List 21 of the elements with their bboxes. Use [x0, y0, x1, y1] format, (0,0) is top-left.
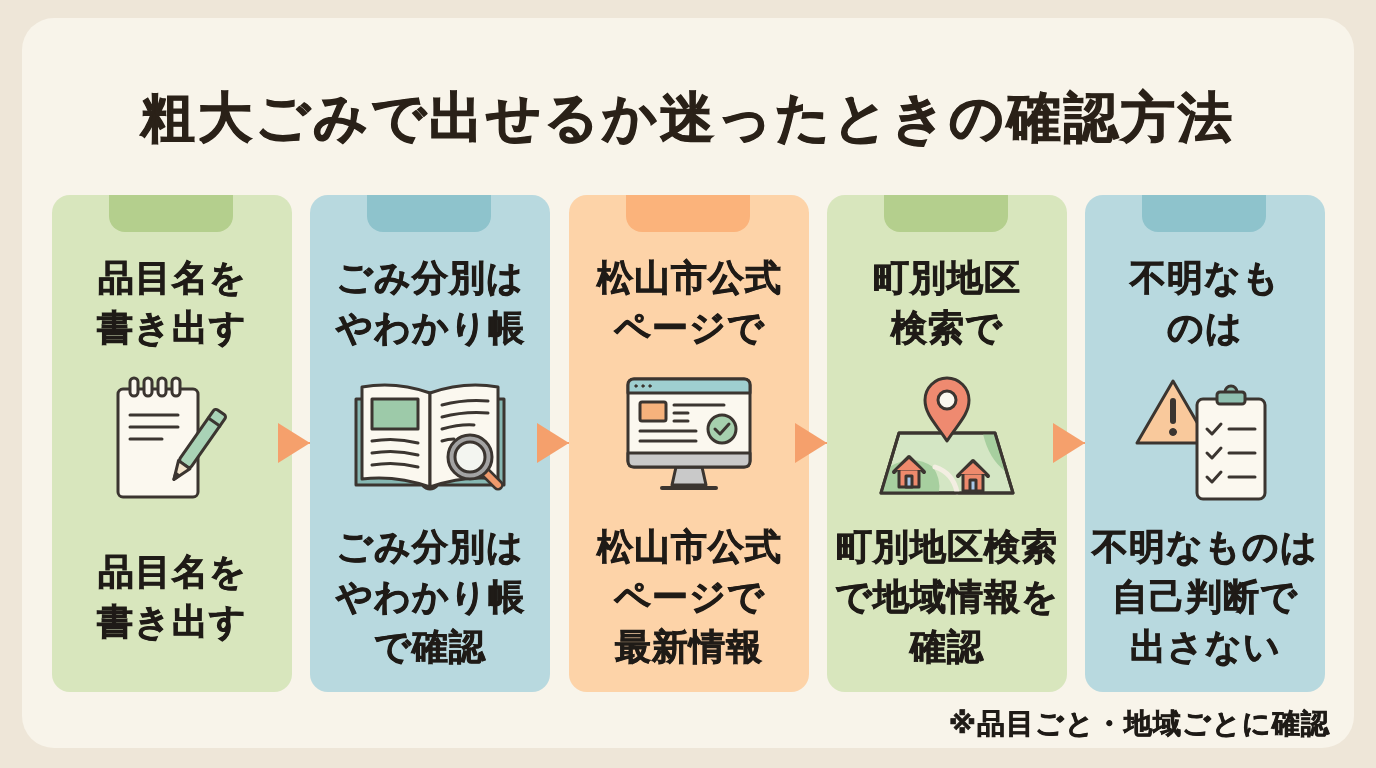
- step-card: [827, 195, 1067, 692]
- step-card: [569, 195, 809, 692]
- step-description: 品目名を書き出す: [97, 550, 247, 644]
- step-heading: 品目名を書き出す: [97, 256, 247, 350]
- arrow: [537, 423, 570, 463]
- step-heading: 町別地区検索で: [873, 256, 1021, 350]
- step-description: ごみ分別はやわかり帳で確認: [335, 525, 525, 669]
- step-description: 町別地区検索で地域情報を確認: [835, 525, 1059, 669]
- step-heading: 松山市公式ページで: [596, 256, 782, 350]
- step-heading: ごみ分別はやわかり帳: [335, 256, 525, 350]
- step-card: [52, 195, 292, 692]
- title: 粗大ごみで出せるか迷ったときの確認方法: [141, 85, 1235, 151]
- arrow: [1053, 423, 1086, 463]
- footnote: ※品目ごと・地域ごとに確認: [948, 706, 1330, 742]
- arrow: [795, 423, 828, 463]
- step-card: [1085, 195, 1325, 692]
- step-heading: 不明なものは: [1130, 256, 1280, 350]
- step-description: 松山市公式ページで最新情報: [596, 525, 782, 669]
- step-card: [310, 195, 550, 692]
- step-description: 不明なものは自己判断で出さない: [1092, 525, 1318, 669]
- arrow: [278, 423, 311, 463]
